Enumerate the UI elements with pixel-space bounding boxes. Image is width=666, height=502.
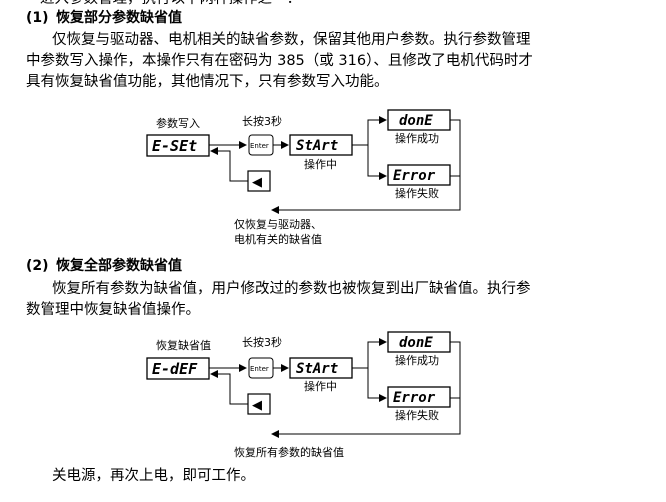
press-duration-label: 长按3秒 [242, 335, 282, 349]
back-to-entry-arrow [210, 370, 248, 405]
enter-key-label: Enter [250, 142, 269, 150]
error-label: 操作失败 [395, 408, 439, 422]
back-to-entry-arrow [210, 147, 248, 182]
error-display-box [387, 164, 451, 186]
entry-label: 参数写入 [156, 116, 200, 130]
entry-label: 恢复缺省值 [156, 338, 211, 352]
section1-paragraph-line3: 具有恢复缺省值功能，其他情况下，只有参数写入功能。 [26, 74, 389, 90]
section2-title: 恢复全部参数缺省值 [56, 258, 182, 274]
back-key-icon: ◀ [252, 175, 262, 190]
section2-heading: (2) 恢复全部参数缺省值 [26, 256, 182, 276]
success-label: 操作成功 [395, 353, 439, 367]
error-label: 操作失败 [395, 186, 439, 200]
running-label: 操作中 [304, 379, 337, 393]
return-loop-line [271, 119, 461, 214]
return-loop-line [271, 341, 461, 438]
arrow-to-error [367, 368, 387, 402]
success-label: 操作成功 [395, 131, 439, 145]
arrow-to-success [352, 338, 387, 369]
start-display-text: StArt [296, 138, 338, 154]
section2-paragraph-line2: 数管理中恢复缺省值操作。 [26, 302, 200, 318]
section1-heading: (1) 恢复部分参数缺省值 [26, 8, 182, 28]
running-label: 操作中 [304, 157, 337, 171]
success-display-text: donE [399, 335, 433, 351]
section1-paragraph-line1: 仅恢复与驱动器、电机相关的缺省参数，保留其他用户参数。执行参数管理 [52, 32, 531, 48]
success-display-text: donE [399, 113, 433, 129]
error-display-text: Error [393, 390, 436, 406]
enter-key-label: Enter [250, 365, 269, 373]
diagram2-note: 恢复所有参数的缺省值 [234, 445, 344, 459]
section2-paragraph-line1: 恢复所有参数为缺省值，用户修改过的参数也被恢复到出厂缺省值。执行参 [52, 281, 531, 297]
diagram1-note-line1: 仅恢复与驱动器、 [234, 217, 322, 231]
entry-display-text: E-dEF [152, 360, 198, 378]
section1-title: 恢复部分参数缺省值 [56, 10, 182, 26]
error-display-text: Error [393, 168, 436, 184]
press-duration-label: 长按3秒 [242, 114, 282, 128]
start-display-text: StArt [296, 361, 338, 377]
flow-diagram-partial-reset: 参数写入 E-SEt 长按3秒 Enter StArt 操作中 donE 操作成… [146, 109, 461, 246]
flow-diagram-full-reset: 恢复缺省值 E-dEF 长按3秒 Enter StArt 操作中 donE 操作… [146, 331, 461, 459]
closing-text: 关电源，再次上电，即可工作。 [52, 468, 255, 484]
section2-number: (2) [26, 258, 49, 274]
cut-off-intro-text: 进入参数管理，执行以下两种操作之一： [40, 0, 660, 9]
diagram1-note-line2: 电机有关的缺省值 [234, 232, 322, 246]
arrow-to-success [352, 116, 387, 146]
back-key-icon: ◀ [252, 398, 262, 413]
entry-display-text: E-SEt [152, 137, 197, 155]
section1-number: (1) [26, 10, 49, 26]
section1-paragraph-line2: 中参数写入操作，本操作只有在密码为 385（或 316）、且修改了电机代码时才 [26, 53, 533, 69]
error-display-box [387, 386, 451, 408]
arrow-to-error [367, 145, 387, 180]
